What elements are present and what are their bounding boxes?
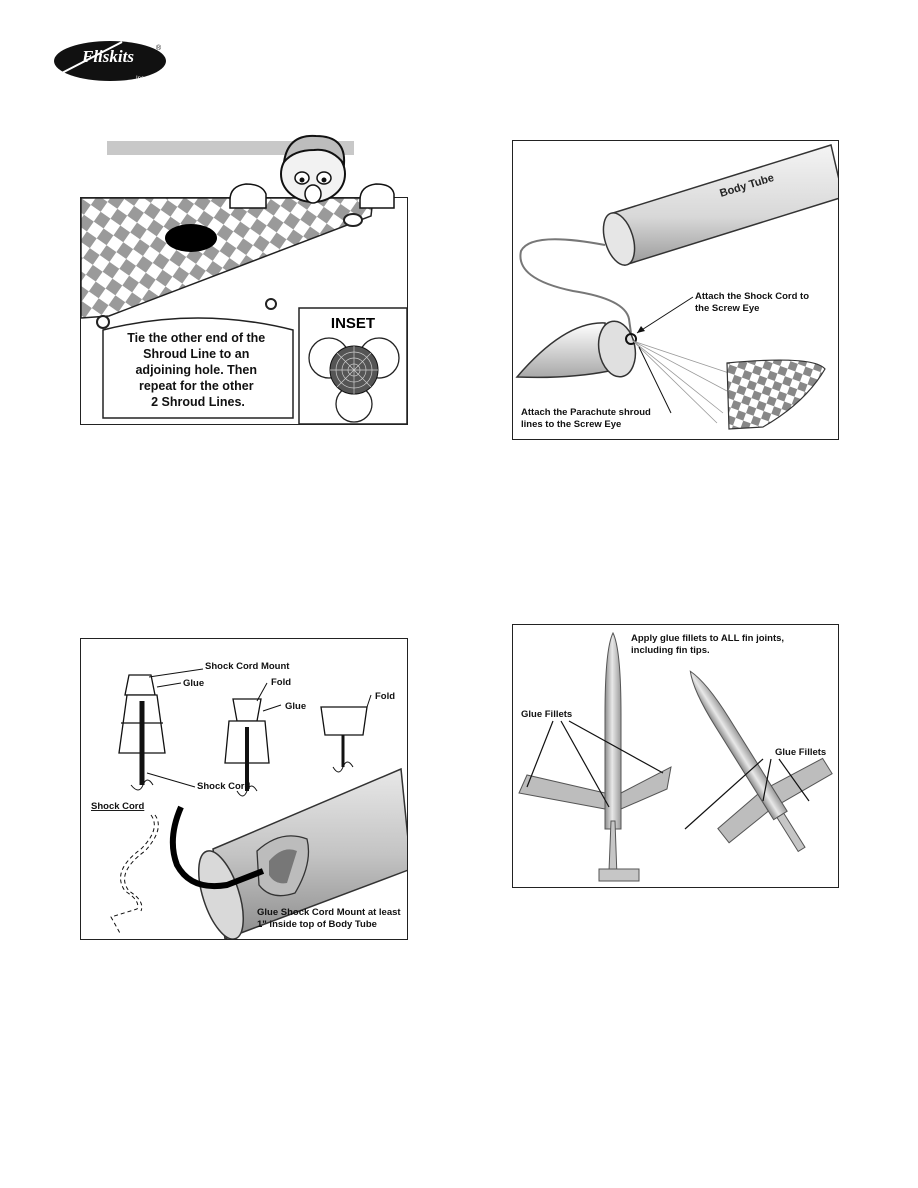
glue-fillets-label-right: Glue Fillets (775, 747, 826, 758)
fliskits-logo: Fliskits ® Inc. (52, 36, 170, 84)
svg-text:Shock Cord Mount Glue: Shock Cord Mount Glue Fold Glue Fold Sho… (183, 661, 398, 792)
glue-note-line-1: Glue Shock Cord Mount at least (257, 907, 401, 918)
fillet-title-line-2: including fin tips. (631, 645, 710, 656)
caption-line-5: 2 Shroud Lines. (151, 395, 245, 409)
caption-line-4: repeat for the other (139, 379, 254, 393)
figure-shock-cord-mount: Shock Cord Mount Glue Fold Glue Fold Sho… (80, 638, 408, 940)
shroud-note-line-1: Attach the Parachute shroud (521, 407, 651, 418)
svg-text:Glue Fillets Glue Fillet: Glue Fillets Glue Fillets (521, 709, 826, 758)
grommet-hole-left (96, 315, 110, 329)
label-glue-2: Glue (285, 701, 306, 712)
svg-text:Tie the other end of the: Tie the other end of the Shroud Line to … (127, 331, 268, 409)
fillet-title-line-1: Apply glue fillets to ALL fin joints, (631, 633, 784, 644)
screw-eye (625, 333, 637, 345)
shock-cord-note-line-1: Attach the Shock Cord to (695, 291, 809, 302)
glue-note-line-2: 1" inside top of Body Tube (257, 919, 377, 930)
grommet-hole-right (343, 213, 363, 227)
label-glue-1: Glue (183, 678, 204, 689)
caption-line-1: Tie the other end of the (127, 331, 265, 345)
label-shock-cord-mount: Shock Cord Mount (205, 661, 290, 672)
svg-text:Attach the Shock Cord to: Attach the Shock Cord to the Screw Eye A… (521, 291, 812, 430)
label-fold-1: Fold (271, 677, 291, 688)
label-fold-2: Fold (375, 691, 395, 702)
figure-glue-fillets: Apply glue fillets to ALL fin joints, in… (512, 624, 839, 888)
figure-attach-screw-eye: Body Tube Attach the Shock Cord to the S… (512, 140, 839, 440)
logo-registered-mark: ® (156, 44, 162, 52)
label-shock-cord-dashed: Shock Cord (91, 801, 145, 812)
svg-text:Glue Shock Cord Mount at least: Glue Shock Cord Mount at least 1" inside… (257, 907, 403, 930)
grommet-hole-middle (265, 298, 277, 310)
caption-line-2: Shroud Line to an (143, 347, 249, 361)
glue-fillets-label-left: Glue Fillets (521, 709, 572, 720)
svg-text:Apply glue fillets to ALL fin: Apply glue fillets to ALL fin joints, in… (631, 633, 787, 656)
logo-brand-text: Fliskits (81, 47, 134, 66)
label-shock-cord: Shock Cord (197, 781, 251, 792)
figure-parachute-shroud: Tie the other end of the Shroud Line to … (80, 197, 408, 425)
caption-line-3: adjoining hole. Then (135, 363, 257, 377)
cartoon-character-illustration (228, 128, 398, 210)
shock-cord-note-line-2: the Screw Eye (695, 303, 759, 314)
logo-inc-text: Inc. (136, 76, 146, 82)
shroud-note-line-2: lines to the Screw Eye (521, 419, 621, 430)
inset-label: INSET (331, 315, 375, 332)
